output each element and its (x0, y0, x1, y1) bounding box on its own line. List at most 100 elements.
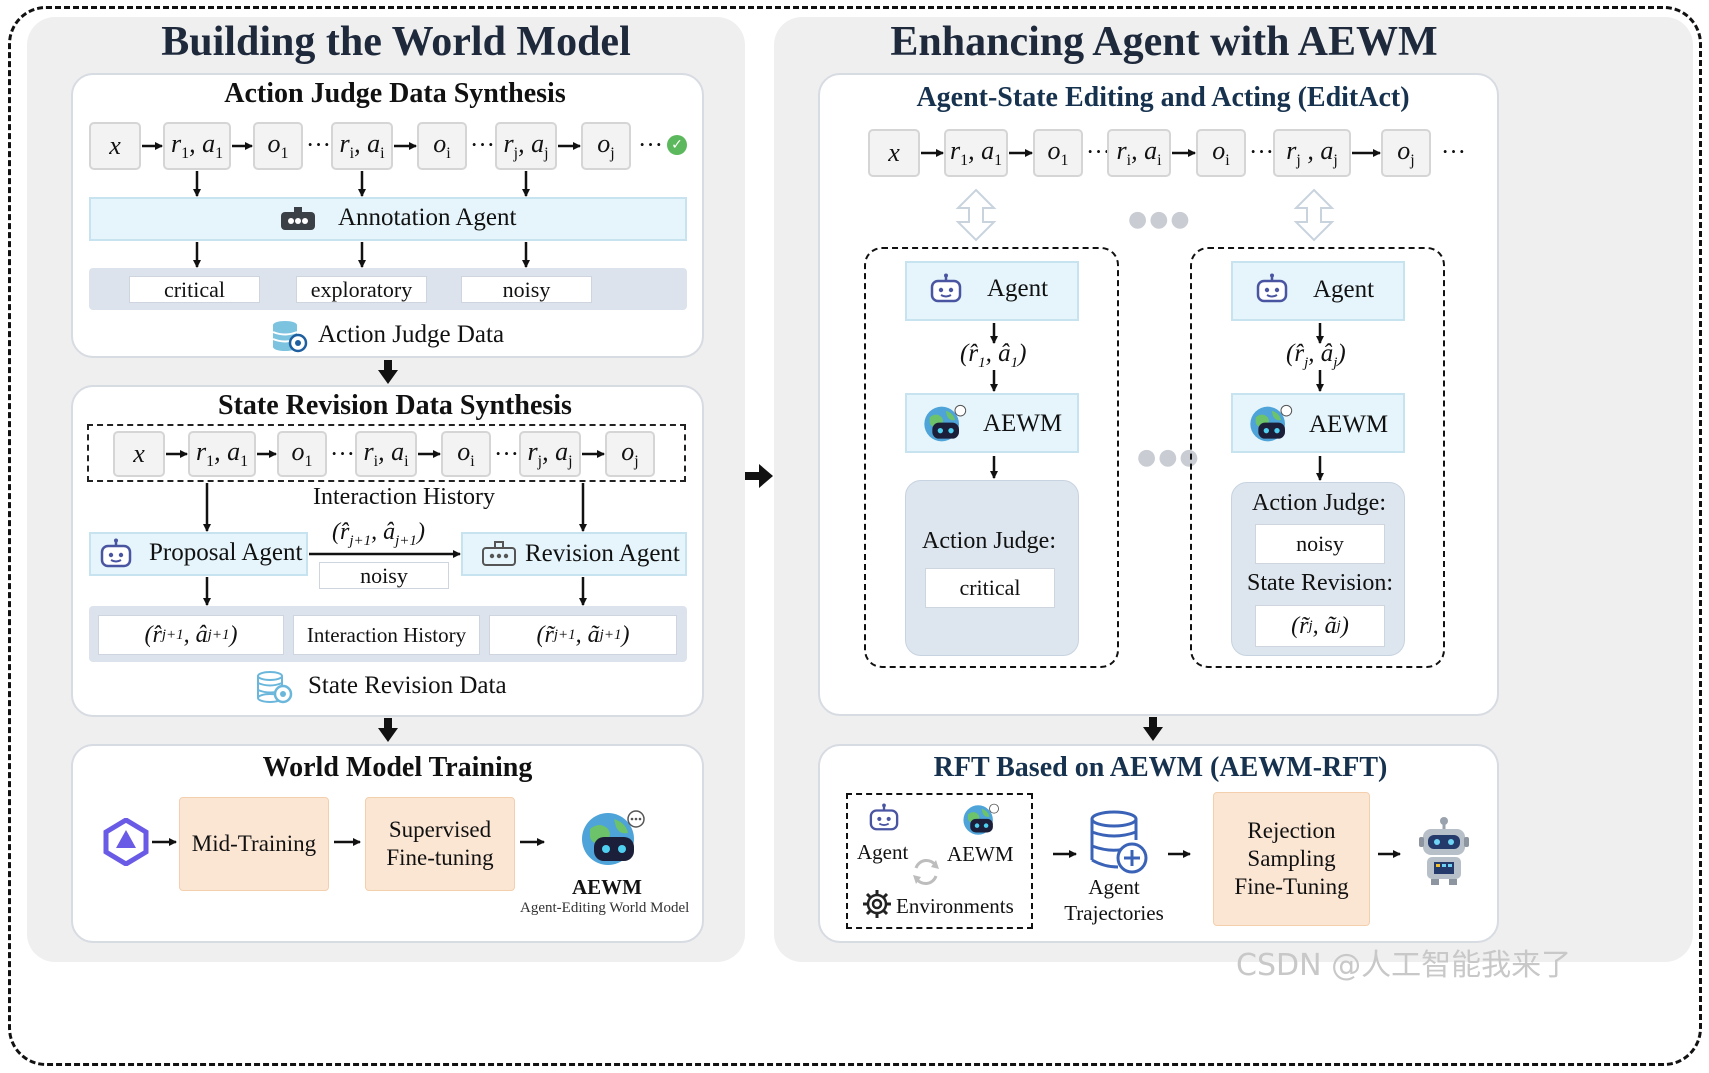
database-gear-icon (271, 319, 309, 360)
rft-aewm-label: AEWM (947, 842, 1014, 866)
rft-card (818, 744, 1499, 943)
outer-dashed-border (8, 6, 1702, 1066)
step-j-pair: (r̂j, âj) (1286, 340, 1346, 371)
label-noisy: noisy (461, 276, 592, 303)
token-r1-a1: r1, a1 (944, 129, 1008, 177)
token-ri-ai: ri, ai (355, 431, 417, 477)
aewm-label: AEWM (1309, 411, 1389, 438)
right-arrow-icon (745, 462, 775, 495)
state-revision-data-label: State Revision Data (308, 672, 507, 699)
token-rj-aj: rj, aj (495, 122, 557, 170)
agent-box (1231, 261, 1405, 321)
action-judge-label: Action Judge: (922, 528, 1056, 554)
token-x: x (868, 129, 920, 177)
watermark: CSDN @人工智能我来了 (1236, 948, 1572, 983)
noisy-tag: noisy (319, 562, 449, 589)
action-judge-label: Action Judge: (1252, 490, 1386, 516)
output-interaction-history: Interaction History (293, 615, 480, 655)
editact-title: Agent-State Editing and Acting (EditAct) (916, 82, 1410, 113)
robot-icon (1254, 273, 1290, 310)
agent-label: Agent (987, 275, 1049, 302)
robot-agent-icon (1417, 817, 1471, 890)
rollout-dashed-box (846, 793, 1033, 929)
aewm-subtitle: Agent-Editing World Model (520, 900, 690, 916)
token-ri-ai: ri, ai (331, 122, 393, 170)
annotation-agent-bar (89, 197, 687, 241)
aewm-globe-robot-icon (923, 404, 967, 449)
token-rj-aj: rj , aj (1273, 129, 1351, 177)
token-o1: o1 (253, 122, 303, 170)
action-judge-synthesis-title: Action Judge Data Synthesis (224, 78, 566, 109)
ellipsis: ··· (1441, 139, 1466, 166)
environments-label: Environments (896, 894, 1014, 918)
ellipsis: ··· (494, 441, 519, 468)
aewm-globe-robot-icon (961, 803, 1001, 842)
token-oi: oi (1196, 129, 1246, 177)
ellipsis: ··· (470, 132, 495, 159)
ellipsis: ··· (1249, 139, 1274, 166)
check-icon: ✓ (667, 135, 687, 155)
token-oi: oi (417, 122, 467, 170)
token-x: x (89, 122, 141, 170)
aewm-globe-robot-icon (580, 809, 646, 874)
token-oj: oj (581, 122, 631, 170)
aewm-box (1231, 393, 1405, 453)
ellipsis: ··· (1086, 139, 1111, 166)
token-r1-a1: r1, a1 (163, 122, 231, 170)
robot-icon (98, 538, 134, 575)
interaction-history-dashed-box (87, 424, 686, 482)
token-o1: o1 (277, 431, 327, 477)
editact-step-1-box (864, 247, 1119, 668)
agent-label: Agent (1313, 276, 1375, 303)
token-oj: oj (1381, 129, 1431, 177)
token-oj: oj (605, 431, 655, 477)
label-critical: critical (129, 276, 260, 303)
ellipsis: ··· (330, 441, 355, 468)
aewm-title: AEWM (572, 875, 642, 899)
action-judge-data-label: Action Judge Data (318, 321, 505, 348)
revision-agent-label: Revision Agent (525, 540, 680, 567)
ellipsis: ··· (638, 132, 663, 159)
action-judge-value-critical: critical (925, 568, 1055, 608)
annotation-agent-label: Annotation Agent (338, 204, 517, 231)
state-revision-label: State Revision: (1247, 570, 1393, 596)
qwen-logo-icon (102, 817, 150, 871)
robot-icon (278, 206, 318, 239)
right-panel-title: Enhancing Agent with AEWM (890, 19, 1438, 65)
robot-icon (867, 803, 901, 838)
proposal-agent-label: Proposal Agent (149, 539, 303, 566)
editact-step-j-box (1190, 247, 1445, 668)
cycle-icon (908, 854, 944, 895)
aewm-globe-robot-icon (1249, 404, 1293, 449)
token-x: x (113, 431, 165, 477)
mid-training-box: Mid-Training (179, 797, 329, 891)
robot-icon (481, 541, 517, 572)
state-revision-synthesis-title: State Revision Data Synthesis (218, 390, 572, 421)
token-r1-a1: r1, a1 (188, 431, 256, 477)
ellipsis-dots: ●●● (1128, 207, 1192, 232)
token-oi: oi (441, 431, 491, 477)
database-plus-icon (1090, 810, 1148, 881)
rft-agent-label: Agent (857, 840, 909, 864)
rft-title: RFT Based on AEWM (AEWM-RFT) (933, 752, 1388, 783)
robot-icon (928, 273, 964, 310)
gear-icon (862, 889, 892, 924)
arrow-pair-label: (r̂j+1, âj+1) (332, 519, 425, 549)
token-ri-ai: ri, ai (1107, 129, 1171, 177)
aewm-label: AEWM (983, 410, 1063, 437)
interaction-history-label: Interaction History (313, 484, 495, 510)
step-1-pair: (r̂1, â1) (960, 340, 1027, 371)
action-judge-value-noisy: noisy (1255, 524, 1385, 564)
world-model-training-title: World Model Training (262, 752, 533, 783)
left-panel-title: Building the World Model (161, 19, 631, 65)
label-exploratory: exploratory (296, 276, 427, 303)
ellipsis-dots: ●●● (1137, 445, 1201, 470)
token-o1: o1 (1033, 129, 1083, 177)
